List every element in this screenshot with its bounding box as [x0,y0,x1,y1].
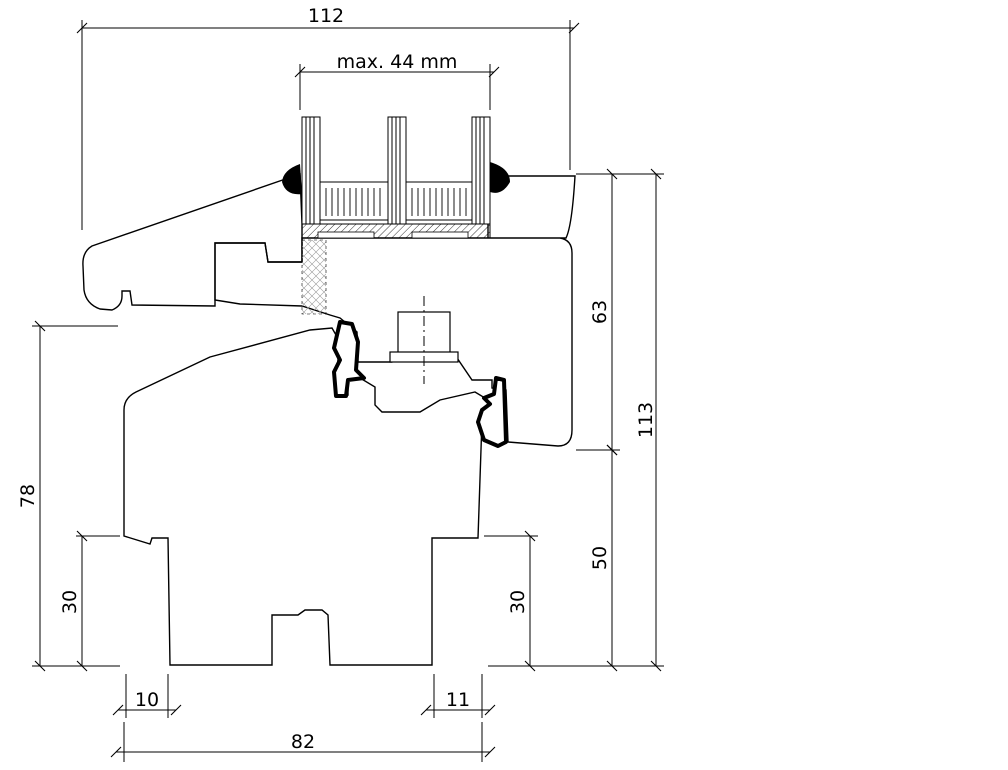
glazing-seals [282,162,510,195]
dim-frame-height: 78 [17,484,39,508]
dim-sash-height: 63 [589,300,611,324]
dimension-lines [32,20,664,762]
hardware-pin [389,296,459,384]
insulation-strip [301,239,327,315]
dim-overall-width: 112 [308,5,344,27]
dim-glass-thickness: max. 44 mm [337,51,458,73]
gasket-left [332,320,366,398]
glazing-bead [82,173,303,311]
dim-left-step: 30 [59,590,81,614]
gasket-right [476,376,508,448]
dim-right-width: 11 [446,689,470,711]
frame-profile [123,327,497,666]
dim-frame-width: 82 [291,731,315,753]
dimension-labels: 112 max. 44 mm 63 113 50 30 78 30 10 11 … [17,5,657,753]
dim-overall-height: 113 [635,402,657,438]
dim-left-width: 10 [135,689,159,711]
glass-panes [301,116,491,239]
dim-frame-lower: 50 [589,546,611,570]
dim-right-step: 30 [507,590,529,614]
